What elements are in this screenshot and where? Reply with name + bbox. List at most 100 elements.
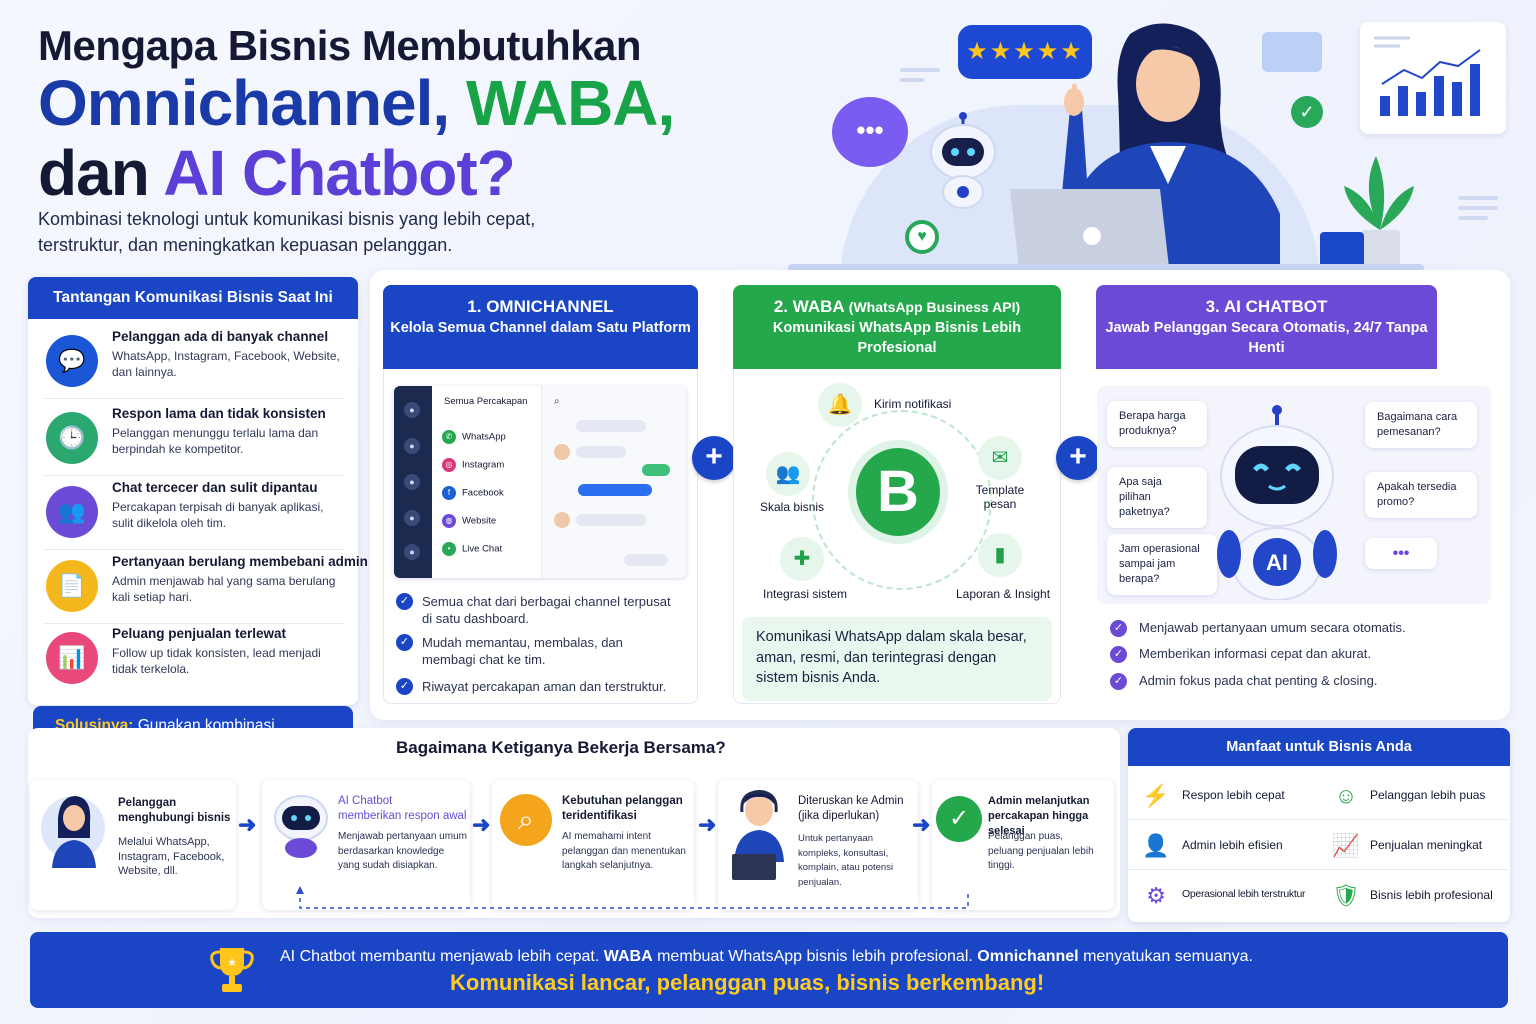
search-icon[interactable]: ⌕ bbox=[554, 396, 560, 407]
document-icon: 📄 bbox=[46, 560, 98, 612]
channel-item[interactable]: •Live Chat bbox=[442, 542, 502, 556]
check-icon: ✓ bbox=[1291, 96, 1323, 128]
whatsapp-business-logo: B bbox=[848, 440, 948, 544]
nav-icon[interactable]: ● bbox=[404, 544, 420, 560]
growth-chart-icon: 📈 bbox=[1332, 833, 1360, 858]
check-icon: ✓ bbox=[1110, 620, 1127, 638]
step-customer: Pelanggan menghubungi bisnis Melalui Wha… bbox=[30, 780, 236, 910]
omnichannel-title: 1. OMNICHANNEL bbox=[467, 297, 614, 316]
question-bubble: Jam operasional sampai jam berapa? bbox=[1107, 534, 1217, 595]
nav-icon[interactable]: ● bbox=[404, 438, 420, 454]
challenge-item: 🕒 Respon lama dan tidak konsisten Pelang… bbox=[44, 404, 344, 476]
chat-bubble-icon: ••• bbox=[832, 97, 908, 167]
waba-title: 2. WABA (WhatsApp Business API) bbox=[733, 296, 1061, 318]
nav-icon[interactable]: ● bbox=[404, 474, 420, 490]
step-desc: Pelanggan puas, peluang penjualan lebih … bbox=[988, 831, 1094, 871]
bar-chart-icon: 📊 bbox=[46, 632, 98, 684]
bottom-part3: menyatukan semuanya. bbox=[1083, 948, 1253, 965]
dashboard-sidebar: ● ● ● ● ● bbox=[394, 386, 432, 578]
decor-line bbox=[1458, 206, 1498, 210]
check-icon: ✓ bbox=[396, 593, 413, 610]
question-bubble: Bagaimana cara pemesanan? bbox=[1365, 402, 1477, 448]
omnichannel-benefit: ✓Mudah memantau, membalas, dan membagi c… bbox=[396, 634, 672, 668]
chat-preview: ⌕ bbox=[542, 386, 686, 578]
waba-node-label: Kirim notifikasi bbox=[874, 397, 952, 411]
omnichannel-dashboard: ● ● ● ● ● Semua Percakapan ✆WhatsApp ◎In… bbox=[394, 386, 686, 578]
challenge-desc: Admin menjawab hal yang sama berulang ka… bbox=[112, 574, 336, 604]
title-waba: WABA, bbox=[465, 67, 675, 139]
title-dan: dan bbox=[38, 137, 150, 209]
challenge-desc: Pelanggan menunggu terlalu lama dan berp… bbox=[112, 426, 319, 456]
title-line2: Omnichannel, WABA, bbox=[38, 67, 675, 139]
loop-arrow bbox=[296, 886, 969, 909]
how-title: Bagaimana Ketiganya Bekerja Bersama? bbox=[396, 738, 726, 757]
waba-node-label: Laporan & Insight bbox=[956, 587, 1051, 601]
channel-label: Website bbox=[462, 515, 497, 527]
waba-title-small: (WhatsApp Business API) bbox=[848, 299, 1021, 315]
benefits-header: Manfaat untuk Bisnis Anda bbox=[1128, 728, 1510, 766]
challenge-desc: Follow up tidak konsisten, lead menjadi … bbox=[112, 646, 321, 676]
step-desc: AI memahami intent pelanggan dan menentu… bbox=[562, 831, 686, 871]
heart-icon: ♥ bbox=[905, 220, 939, 254]
nav-icon[interactable]: ● bbox=[404, 402, 420, 418]
benefit-item: ☺Pelanggan lebih puas bbox=[1318, 770, 1508, 820]
waba-header: 2. WABA (WhatsApp Business API) Komunika… bbox=[733, 285, 1061, 369]
challenge-desc: Percakapan terpisah di banyak aplikasi, … bbox=[112, 500, 324, 530]
benefit-text: Riwayat percakapan aman dan terstruktur. bbox=[422, 679, 667, 694]
ai-benefit: ✓Menjawab pertanyaan umum secara otomati… bbox=[1110, 620, 1406, 638]
report-chart-icon: ▮ bbox=[978, 533, 1022, 577]
arrow-right-icon: ➜ bbox=[912, 812, 931, 837]
channel-item[interactable]: ✆WhatsApp bbox=[442, 430, 506, 444]
nav-icon[interactable]: ● bbox=[404, 510, 420, 526]
smile-icon: ☺ bbox=[1334, 783, 1358, 808]
benefit-text: Memberikan informasi cepat dan akurat. bbox=[1139, 646, 1371, 661]
title-ai-chatbot: AI Chatbot? bbox=[163, 137, 516, 209]
bottom-omni: Omnichannel bbox=[977, 948, 1079, 965]
robot-icon bbox=[274, 795, 328, 858]
waba-subtitle: Komunikasi WhatsApp Bisnis Lebih Profesi… bbox=[772, 320, 1022, 356]
benefit-text: Admin fokus pada chat penting & closing. bbox=[1139, 673, 1378, 688]
challenge-item: 📊 Peluang penjualan terlewat Follow up t… bbox=[44, 624, 344, 696]
channel-label: Live Chat bbox=[462, 543, 503, 555]
check-icon: ✓ bbox=[1110, 646, 1127, 664]
plus-icon: + bbox=[692, 436, 736, 480]
benefits-panel: Manfaat untuk Bisnis Anda ⚡Respon lebih … bbox=[1128, 728, 1510, 922]
channel-item[interactable]: ◎Instagram bbox=[442, 458, 504, 472]
chat-line bbox=[576, 446, 626, 458]
search-icon: ⌕ bbox=[500, 794, 552, 846]
benefit-item: ⚡Respon lebih cepat bbox=[1128, 770, 1318, 820]
admin-headset-icon bbox=[732, 790, 784, 880]
ai-benefit: ✓ Memberikan informasi cepat dan akurat. bbox=[1110, 646, 1371, 664]
waba-note: Komunikasi WhatsApp dalam skala besar, a… bbox=[742, 617, 1052, 701]
waba-orbit bbox=[812, 410, 992, 590]
channel-item[interactable]: ◍Website bbox=[442, 514, 496, 528]
bottom-tagline: Komunikasi lancar, pelanggan puas, bisni… bbox=[450, 970, 1045, 995]
benefit-text: Semua chat dari berbagai channel terpusa… bbox=[422, 594, 671, 626]
lightning-icon: ⚡ bbox=[1142, 783, 1170, 808]
shield-check-icon: 🛡 bbox=[1332, 883, 1360, 908]
robot-small-icon bbox=[930, 112, 996, 209]
step-desc: Menjawab pertanyaan umum berdasarkan kno… bbox=[338, 831, 467, 871]
chat-line bbox=[578, 484, 652, 496]
step-title: Pelanggan menghubungi bisnis bbox=[118, 797, 231, 824]
avatar bbox=[554, 512, 570, 528]
decor-line bbox=[900, 68, 940, 72]
benefit-item: 🛡Bisnis lebih profesional bbox=[1318, 870, 1508, 920]
check-icon: ✓ bbox=[396, 634, 413, 651]
waba-node-label: Integrasi sistem bbox=[763, 587, 848, 601]
decor-line bbox=[900, 78, 924, 82]
ai-badge: AI bbox=[1266, 550, 1288, 575]
step-admin-complete: ✓ Admin melanjutkan percakapan hingga se… bbox=[932, 780, 1114, 910]
gear-icon: ⚙ bbox=[1146, 883, 1166, 908]
check-circle-icon: ✓ bbox=[936, 796, 982, 842]
svg-text:★: ★ bbox=[227, 956, 237, 969]
subtitle: Kombinasi teknologi untuk komunikasi bis… bbox=[38, 209, 536, 255]
challenge-item: 👥 Chat tercecer dan sulit dipantau Perca… bbox=[44, 478, 344, 550]
ai-chatbot-label: AI Chatbot bbox=[338, 795, 393, 807]
bottom-part2: membuat WhatsApp bisnis lebih profesiona… bbox=[657, 948, 973, 965]
challenges-panel: Tantangan Komunikasi Bisnis Saat Ini 💬 P… bbox=[28, 277, 368, 705]
title-line3: dan AI Chatbot? bbox=[38, 137, 516, 209]
